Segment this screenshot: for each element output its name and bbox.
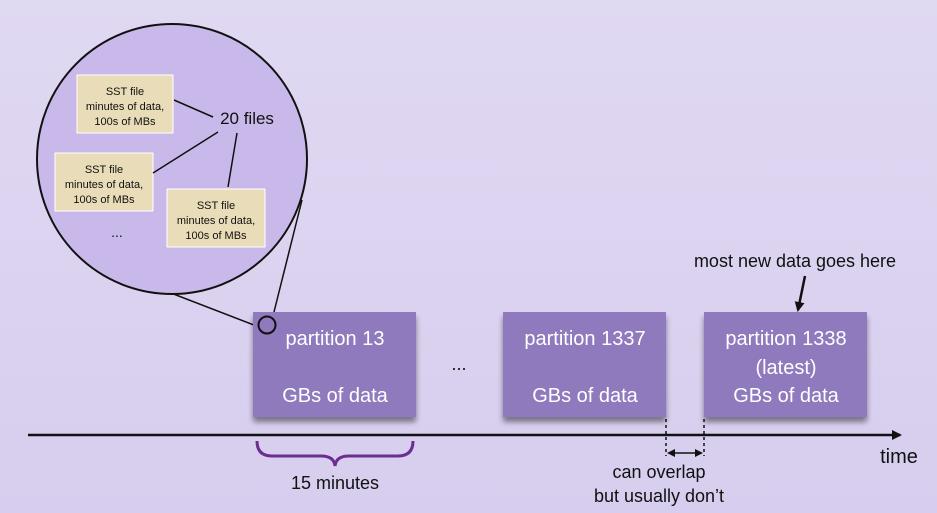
sst-file-size: 100s of MBs	[73, 194, 135, 206]
sst-file-box: SST file minutes of data, 100s of MBs	[54, 152, 154, 212]
files-count-label: 20 files	[220, 109, 274, 128]
partition-name: partition 1337	[524, 328, 645, 350]
files-connector	[173, 99, 214, 118]
sst-file-duration: minutes of data,	[177, 215, 255, 227]
zoom-source-circle	[257, 315, 277, 335]
files-connector	[227, 132, 238, 188]
duration-brace	[255, 440, 415, 467]
overlap-arrow-head-right	[695, 449, 703, 457]
sst-file-title: SST file	[106, 86, 144, 98]
sst-file-duration: minutes of data,	[65, 179, 143, 191]
zoom-connector-upper	[271, 199, 303, 321]
partition-box: partition 13 GBs of data	[253, 312, 416, 417]
more-files-ellipsis: ...	[111, 224, 123, 240]
partition-size: GBs of data	[282, 385, 388, 407]
partition-box: partition 1337 GBs of data	[503, 312, 666, 417]
time-axis-label: time	[880, 446, 918, 468]
sst-file-size: 100s of MBs	[185, 230, 247, 242]
new-data-arrow	[794, 275, 807, 312]
sst-file-box: SST file minutes of data, 100s of MBs	[76, 74, 174, 134]
sst-file-box: SST file minutes of data, 100s of MBs	[166, 188, 266, 248]
partition-latest-tag: (latest)	[755, 357, 816, 379]
sst-file-title: SST file	[85, 164, 123, 176]
partition-name: partition 13	[286, 328, 385, 350]
overlap-label-line2: but usually don’t	[594, 486, 724, 506]
new-data-label: most new data goes here	[694, 251, 896, 271]
files-connector	[152, 131, 219, 174]
partition-box: partition 1338 (latest) GBs of data	[704, 312, 867, 417]
overlap-label-line1: can overlap	[612, 462, 705, 482]
sst-file-title: SST file	[197, 200, 235, 212]
partition-size: GBs of data	[532, 385, 638, 407]
duration-label: 15 minutes	[291, 473, 379, 493]
partition-size: GBs of data	[733, 385, 839, 407]
sst-file-size: 100s of MBs	[94, 116, 156, 128]
partitions-ellipsis: ...	[451, 354, 466, 374]
sst-file-duration: minutes of data,	[86, 101, 164, 113]
partition-name: partition 1338	[725, 328, 846, 350]
overlap-arrow-head-left	[667, 449, 675, 457]
